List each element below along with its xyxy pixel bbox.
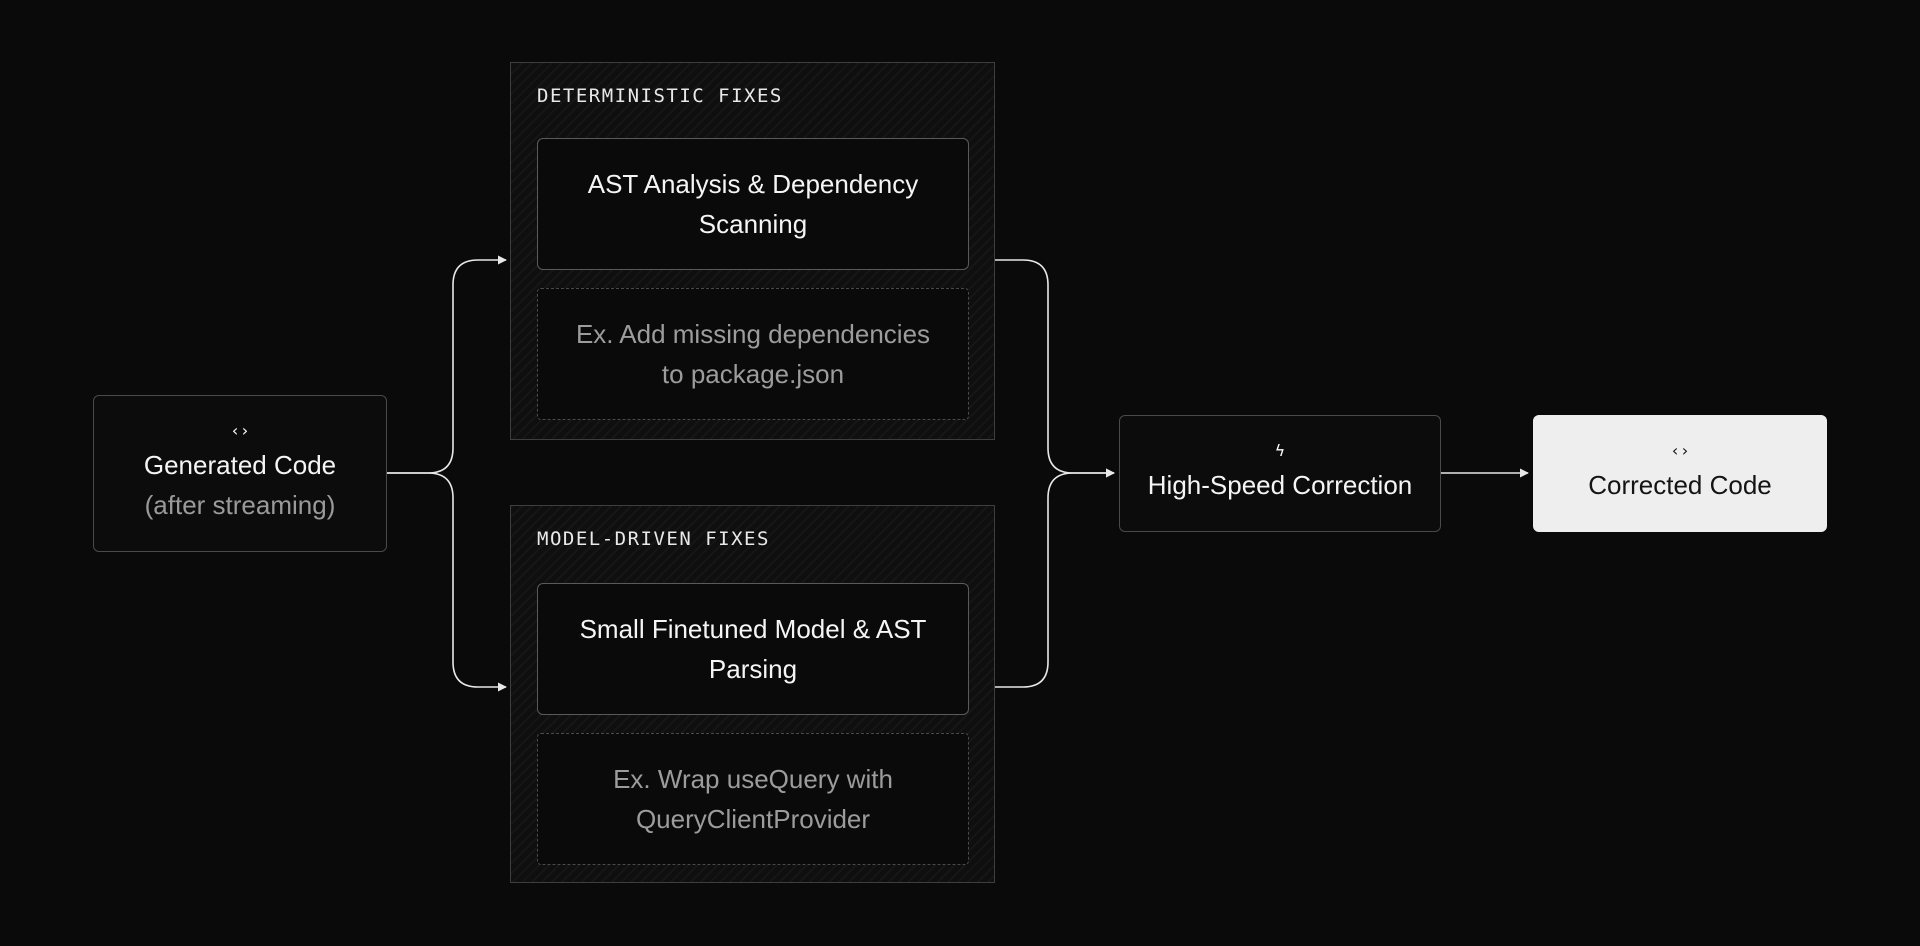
connector-deterministic-to-correction — [995, 259, 1115, 478]
generated-code-subtitle: (after streaming) — [144, 489, 336, 520]
lightning-bolt-icon: ϟ — [1275, 440, 1285, 460]
code-brackets-icon: ‹› — [1670, 440, 1690, 460]
model-driven-example-box: Ex. Wrap useQuery with QueryClientProvid… — [537, 733, 969, 865]
high-speed-correction-title: High-Speed Correction — [1147, 469, 1413, 500]
connector-model-to-correction — [995, 468, 1115, 688]
high-speed-correction-node: ϟ High-Speed Correction — [1119, 415, 1441, 532]
model-driven-step-box: Small Finetuned Model & AST Parsing — [537, 583, 969, 715]
deterministic-fixes-title: DETERMINISTIC FIXES — [537, 85, 783, 107]
deterministic-step-box: AST Analysis & Dependency Scanning — [537, 138, 969, 270]
corrected-code-title: Corrected Code — [1588, 469, 1772, 500]
model-driven-fixes-group: MODEL-DRIVEN FIXES Small Finetuned Model… — [510, 505, 995, 883]
generated-code-title: Generated Code — [143, 449, 337, 480]
connector-source-to-model — [387, 472, 507, 692]
connector-source-to-deterministic — [387, 255, 507, 474]
corrected-code-node: ‹› Corrected Code — [1533, 415, 1827, 532]
model-driven-fixes-title: MODEL-DRIVEN FIXES — [537, 528, 770, 550]
code-brackets-icon: ‹› — [230, 420, 250, 440]
deterministic-fixes-group: DETERMINISTIC FIXES AST Analysis & Depen… — [510, 62, 995, 440]
generated-code-node: ‹› Generated Code (after streaming) — [93, 395, 387, 552]
deterministic-example-box: Ex. Add missing dependencies to package.… — [537, 288, 969, 420]
